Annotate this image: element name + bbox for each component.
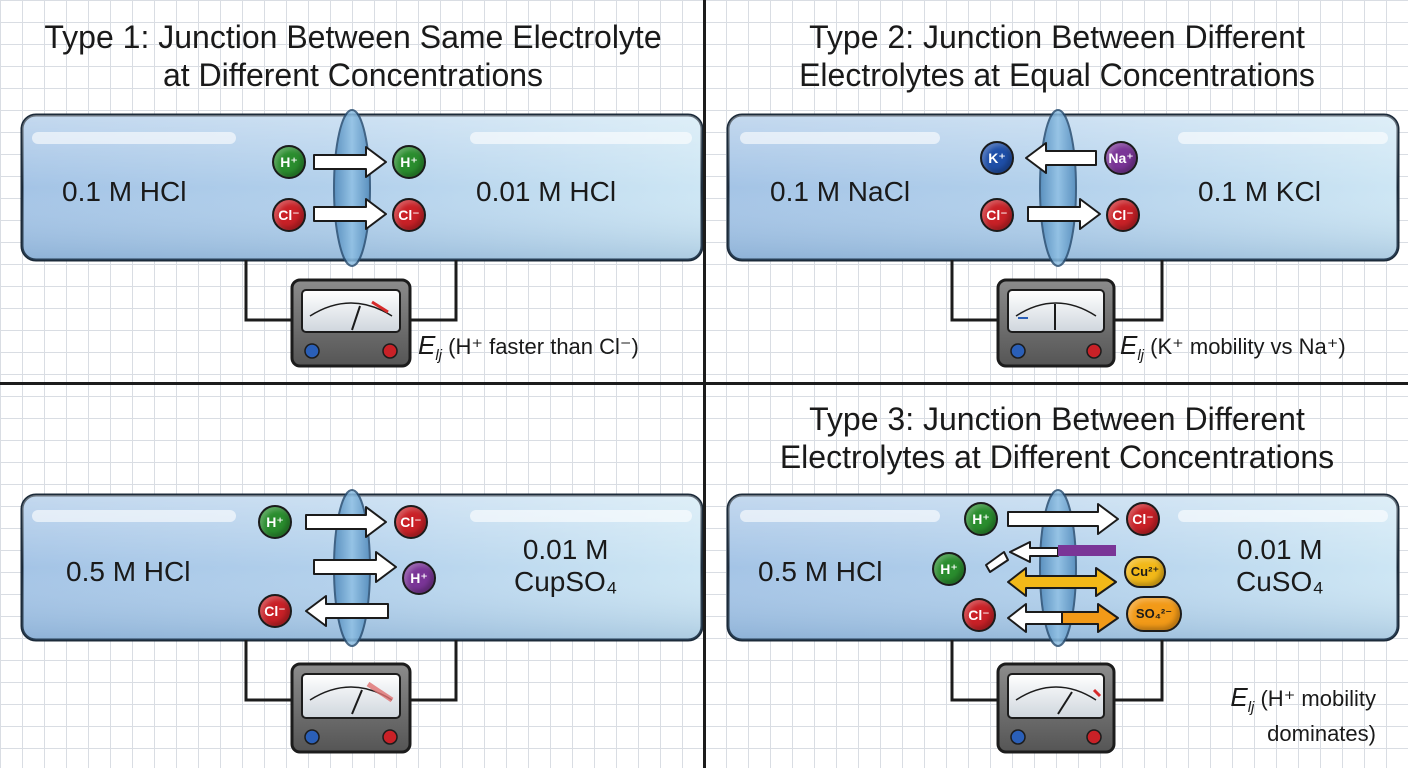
chloride-ion-left: Cl⁻: [980, 198, 1014, 232]
panel-2-left-solution: 0.1 M NaCl: [770, 176, 911, 207]
meter-wires: [244, 260, 1164, 702]
ion-arrows-panel-3: [305, 506, 397, 627]
sodium-ion: Na⁺: [1104, 141, 1138, 175]
panel-4-meter-note: Elj (H⁺ mobility dominates): [1230, 682, 1376, 747]
chloride-ion-right: Cl⁻: [1126, 502, 1160, 536]
panel-4-left-solution: 0.5 M HCl: [758, 556, 883, 587]
panel-4-right-solution: 0.01 M CuSO₄: [1236, 534, 1324, 597]
panel-3-right-solution: 0.01 M CupSO₄: [514, 534, 618, 597]
sulfate-ion: SO₄²⁻: [1126, 596, 1182, 632]
hydrogen-ion-left: H⁺: [272, 145, 306, 179]
hydrogen-ion-middle: H⁺: [932, 552, 966, 586]
ion-arrows-panel-4: [985, 503, 1119, 633]
potassium-ion: K⁺: [980, 141, 1014, 175]
hydrogen-ion-right: H⁺: [392, 145, 426, 179]
panel-2-right-solution: 0.1 M KCl: [1198, 176, 1321, 207]
tube-panel-4: [726, 489, 1400, 647]
chloride-ion-left: Cl⁻: [258, 594, 292, 628]
ion-arrows-panel-2: [1025, 142, 1101, 230]
chloride-ion-right: Cl⁻: [1106, 198, 1140, 232]
panel-1-meter-note: Elj (H⁺ faster than Cl⁻): [418, 330, 639, 365]
panel-2-meter-note: Elj (K⁺ mobility vs Na⁺): [1120, 330, 1346, 365]
chloride-ion-right: Cl⁻: [394, 505, 428, 539]
chloride-ion-left: Cl⁻: [272, 198, 306, 232]
chloride-ion-left: Cl⁻: [962, 598, 996, 632]
panel-4-title: Type 3: Junction Between Different Elect…: [779, 401, 1335, 475]
voltmeter-panel-3: [290, 662, 412, 754]
ion-arrows-panel-1: [313, 146, 387, 230]
panel-1-left-solution: 0.1 M HCl: [62, 176, 187, 207]
voltmeter-panel-1: [290, 278, 412, 368]
tube-panel-2: [726, 109, 1400, 267]
voltmeter-panel-2: [996, 278, 1116, 368]
hydrogen-ion-top: H⁺: [964, 502, 998, 536]
panel-2-title: Type 2: Junction Between Different Elect…: [799, 19, 1315, 93]
hydrogen-ion-left: H⁺: [258, 505, 292, 539]
panel-1-right-solution: 0.01 M HCl: [476, 176, 617, 207]
copper-ion: Cu²⁺: [1124, 556, 1166, 588]
tube-panel-1: [20, 109, 704, 267]
panel-3-left-solution: 0.5 M HCl: [66, 556, 191, 587]
voltmeter-panel-4: [996, 662, 1116, 754]
horizontal-divider: [0, 382, 1408, 385]
panel-1-title: Type 1: Junction Between Same Electrolyt…: [44, 19, 662, 93]
chloride-ion-right: Cl⁻: [392, 198, 426, 232]
hydrogen-ion-right: H⁺: [402, 561, 436, 595]
